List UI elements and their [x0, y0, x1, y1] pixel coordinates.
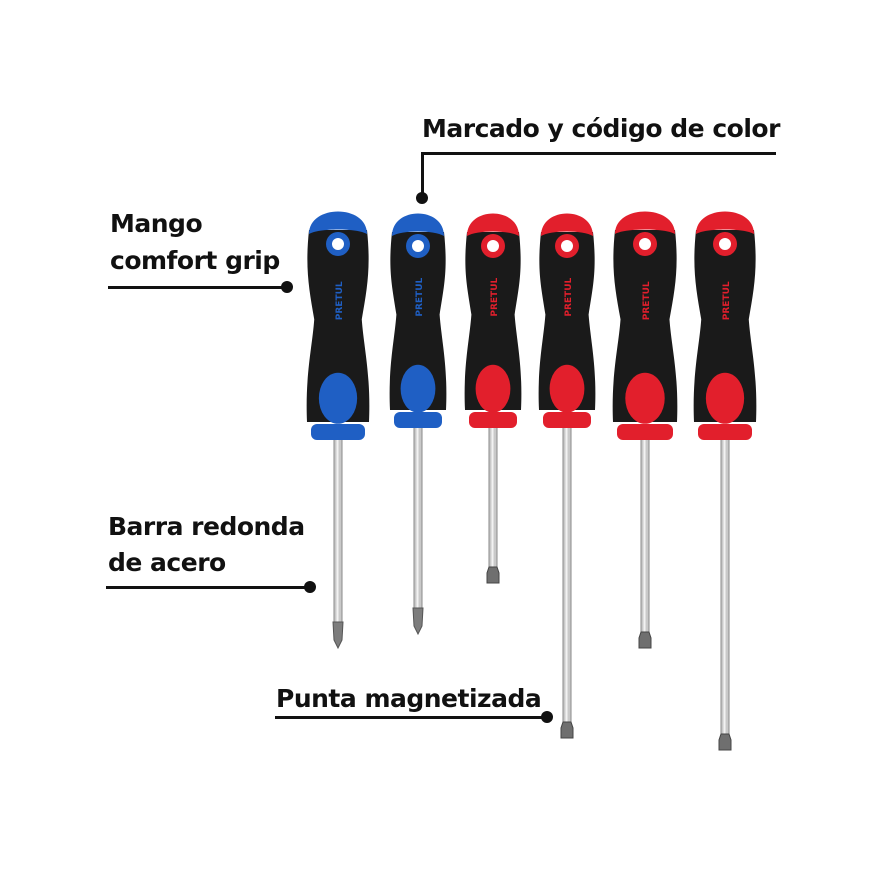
hanging-hole	[487, 240, 499, 252]
handle-body	[306, 230, 370, 422]
marking-callout-label: Marcado y código de color	[422, 114, 780, 143]
shaft-highlight	[723, 436, 726, 734]
screwdriver: PRETUL	[538, 213, 596, 739]
brand-label: PRETUL	[722, 281, 732, 320]
handle-body	[464, 232, 522, 410]
handle-ferrule	[311, 424, 365, 440]
grip-insert	[400, 364, 436, 413]
grip-callout-underline	[108, 286, 286, 289]
handle-cap	[696, 211, 754, 234]
brand-label: PRETUL	[415, 278, 425, 317]
phillips-tip	[332, 621, 344, 650]
screwdriver: PRETUL	[464, 213, 522, 584]
grip-insert	[475, 364, 511, 413]
handle-body	[612, 230, 678, 422]
brand-label: PRETUL	[490, 278, 500, 317]
slotted-tip	[638, 631, 652, 649]
shaft-highlight	[643, 436, 646, 632]
grip-insert	[625, 372, 665, 424]
marking-callout-leader	[421, 152, 424, 198]
shaft-highlight	[491, 424, 494, 567]
shaft-highlight	[565, 424, 568, 722]
slotted-tip	[718, 733, 732, 751]
handle-cap	[615, 211, 675, 234]
grip-callout-line1: Mango	[110, 209, 203, 238]
tip-callout-label: Punta magnetizada	[276, 684, 542, 713]
grip-insert	[318, 372, 358, 424]
hanging-hole	[719, 238, 731, 250]
handle-body	[538, 232, 596, 410]
hanging-hole	[412, 240, 424, 252]
brand-label: PRETUL	[642, 281, 652, 320]
tip-callout-dot	[541, 711, 553, 723]
bar-callout-line1: Barra redonda	[108, 512, 305, 541]
screwdriver: PRETUL	[693, 211, 757, 751]
brand-label: PRETUL	[335, 281, 345, 320]
phillips-tip	[412, 607, 424, 636]
grip-insert	[705, 372, 745, 424]
handle-cap	[467, 213, 519, 236]
screwdriver: PRETUL	[306, 211, 370, 650]
handle-cap	[392, 213, 444, 236]
handle-ferrule	[469, 412, 517, 428]
grip-callout-dot	[281, 281, 293, 293]
brand-label: PRETUL	[564, 278, 574, 317]
handle-ferrule	[617, 424, 673, 440]
slotted-tip	[560, 721, 574, 739]
screwdriver: PRETUL	[389, 213, 447, 636]
marking-callout-dot	[416, 192, 428, 204]
handle-body	[389, 232, 447, 410]
shaft-highlight	[336, 436, 339, 622]
bar-callout-line2: de acero	[108, 548, 226, 577]
screwdriver: PRETUL	[612, 211, 678, 649]
handle-body	[693, 230, 757, 422]
tip-callout-underline	[275, 716, 547, 719]
handle-ferrule	[394, 412, 442, 428]
slotted-tip	[486, 566, 500, 584]
marking-callout-underline	[421, 152, 776, 155]
shaft-highlight	[416, 424, 419, 608]
grip-callout-line2: comfort grip	[110, 246, 280, 275]
handle-cap	[309, 211, 367, 234]
bar-callout-dot	[304, 581, 316, 593]
handle-ferrule	[543, 412, 591, 428]
bar-callout-underline	[106, 586, 310, 589]
grip-insert	[549, 364, 585, 413]
handle-cap	[541, 213, 593, 236]
handle-ferrule	[698, 424, 752, 440]
hanging-hole	[561, 240, 573, 252]
hanging-hole	[639, 238, 651, 250]
hanging-hole	[332, 238, 344, 250]
